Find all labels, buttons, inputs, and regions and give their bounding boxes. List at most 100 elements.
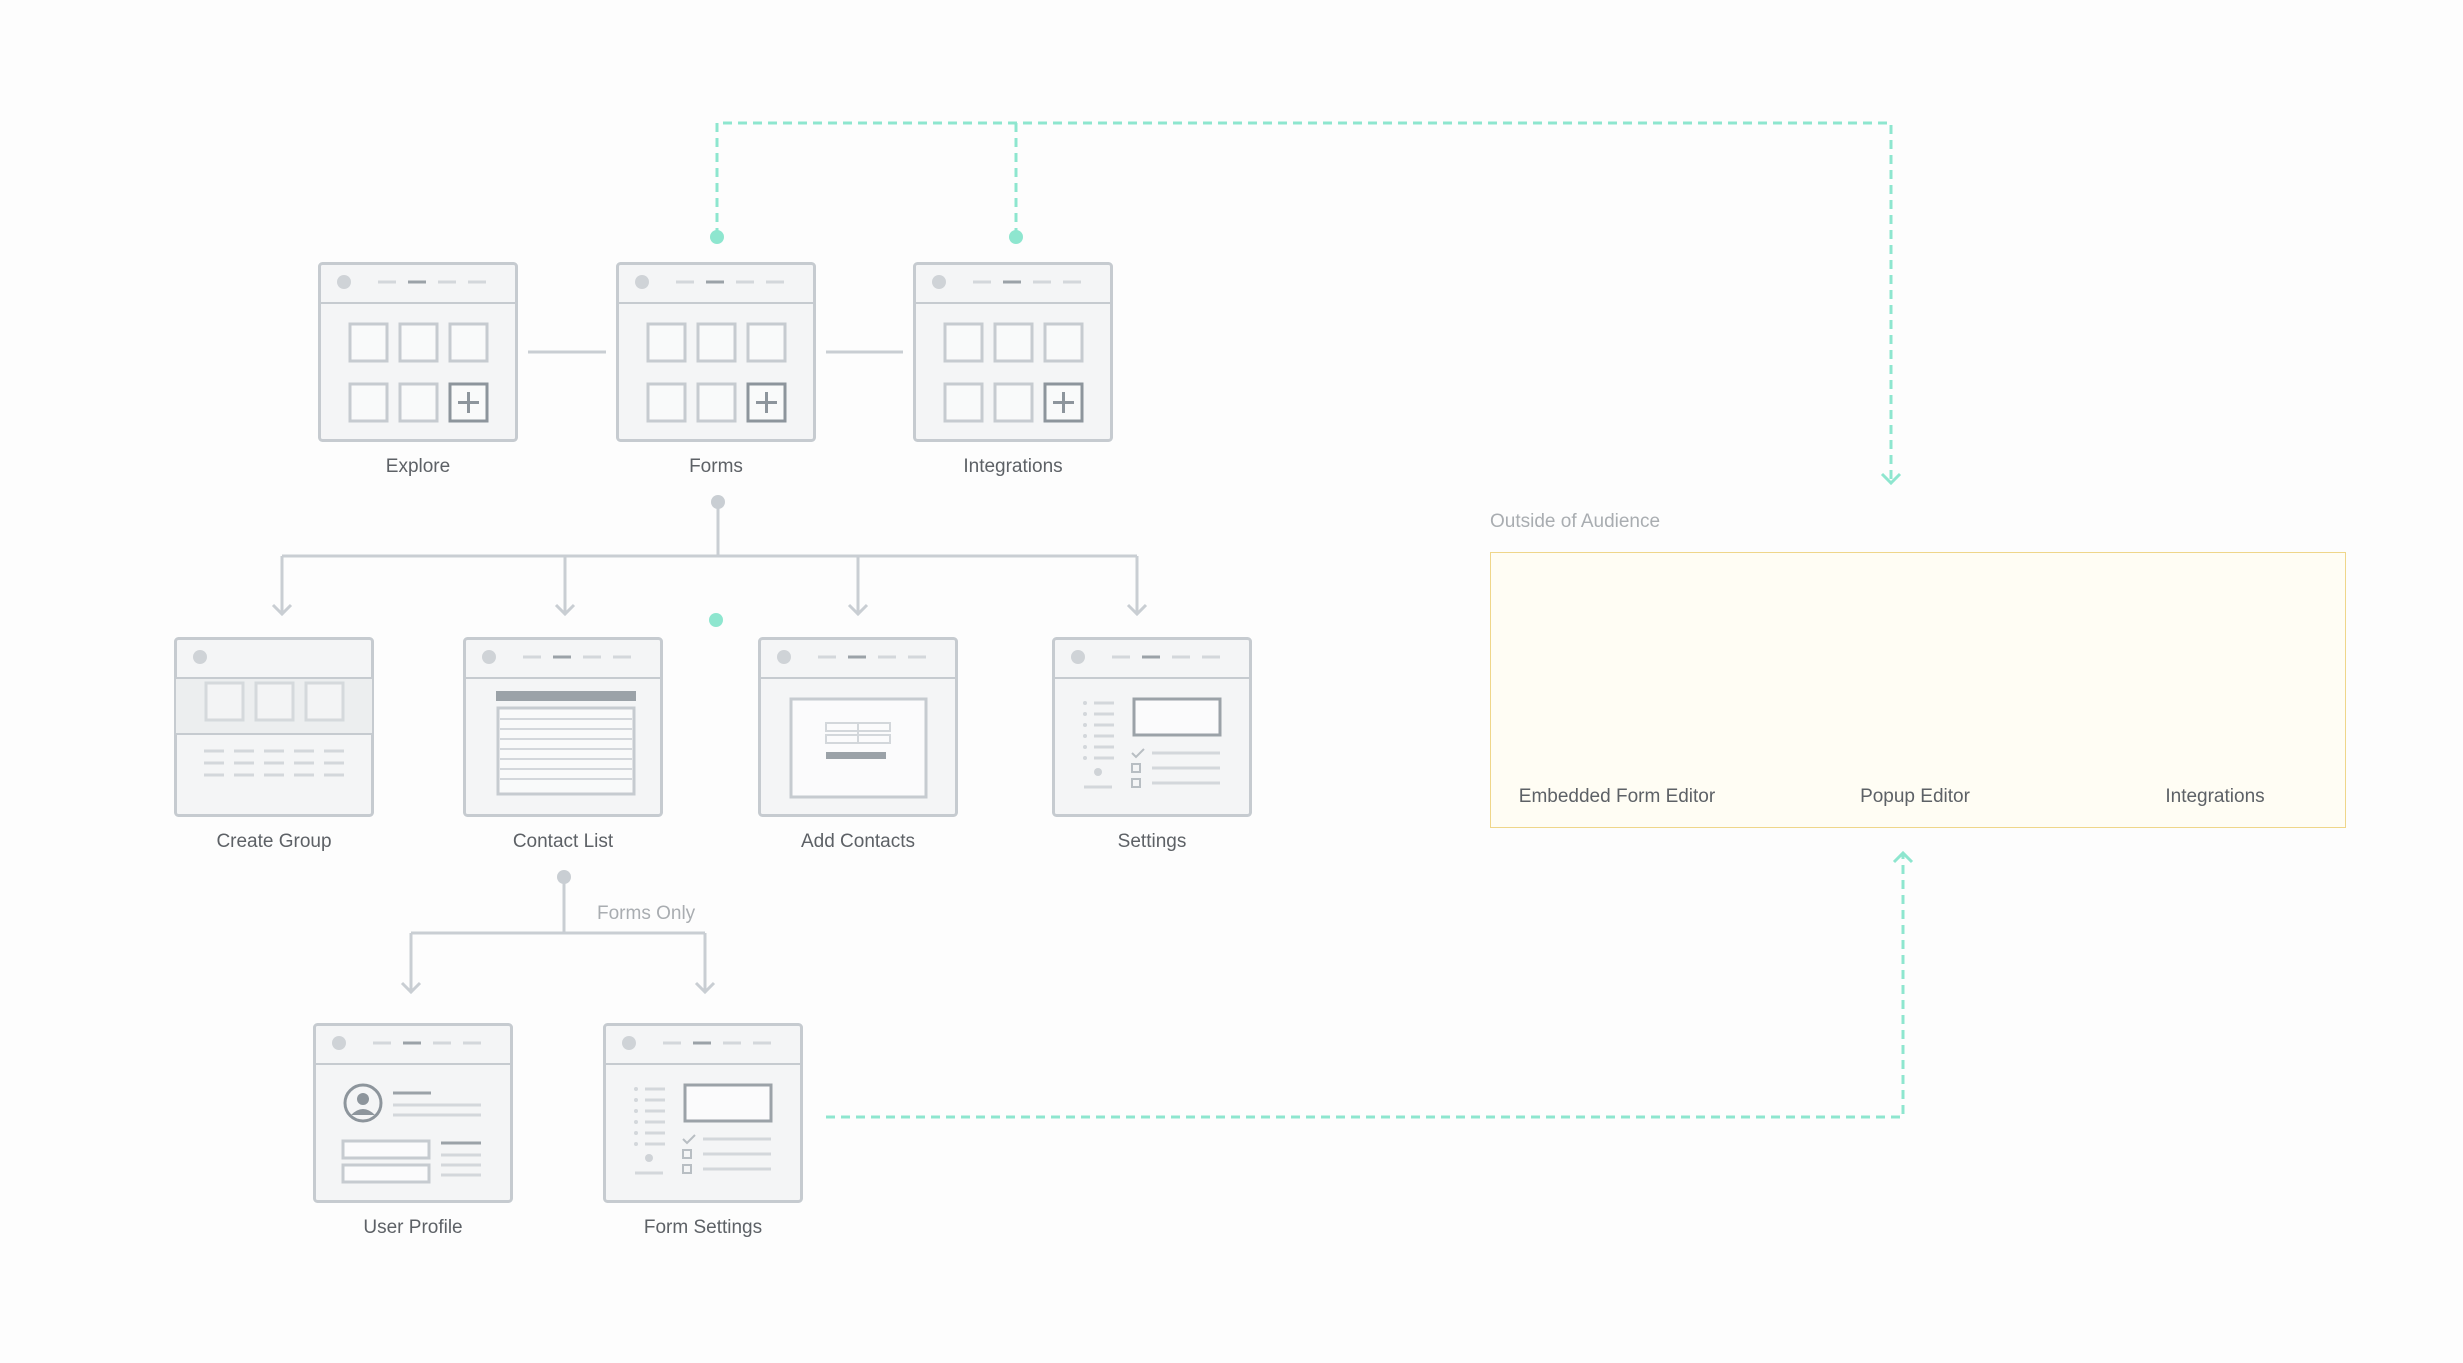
checkbox-icon xyxy=(1131,778,1141,788)
grid-tile xyxy=(448,322,489,363)
wireframe-user-profile xyxy=(313,1023,513,1203)
settings-panel xyxy=(683,1083,773,1123)
wireframe-forms xyxy=(616,262,816,442)
forms-branch-arrow-3 xyxy=(1126,603,1148,617)
window-dot-icon xyxy=(193,650,207,664)
grid-tile xyxy=(696,382,737,423)
window-dot-icon xyxy=(932,275,946,289)
label-forms: Forms xyxy=(689,456,743,477)
grid-tile xyxy=(993,322,1034,363)
grid-tile xyxy=(696,322,737,363)
window-dot-icon xyxy=(337,275,351,289)
grid-tile xyxy=(993,382,1034,423)
label-integrations: Integrations xyxy=(963,456,1063,477)
integrations-dashed-dot xyxy=(1009,230,1023,244)
bullet xyxy=(634,1087,638,1091)
add-tile-icon xyxy=(746,382,787,423)
bullet xyxy=(1083,701,1087,705)
label-popup-editor: Popup Editor xyxy=(1860,786,1970,807)
grid-tile xyxy=(943,382,984,423)
grid-tile xyxy=(348,382,389,423)
label-explore: Explore xyxy=(385,456,451,477)
wireframe-contact-list xyxy=(463,637,663,817)
window-dot-icon xyxy=(332,1036,346,1050)
window-dot-icon xyxy=(482,650,496,664)
forms-only-label: Forms Only xyxy=(597,903,696,924)
dashed-arrow-up xyxy=(1892,850,1914,864)
bullet xyxy=(645,1154,653,1162)
forms-branch-arrow-1 xyxy=(554,603,576,617)
accent-dot xyxy=(709,613,723,627)
settings-panel xyxy=(1132,697,1222,737)
bullet xyxy=(634,1131,638,1135)
wireframe-settings xyxy=(1052,637,1252,817)
bullet xyxy=(634,1109,638,1113)
table-body xyxy=(496,706,636,796)
bullet xyxy=(634,1142,638,1146)
profile-field xyxy=(341,1139,431,1160)
outside-of-audience-region xyxy=(1490,552,2346,828)
checkbox-icon xyxy=(1131,763,1141,773)
bullet xyxy=(1083,734,1087,738)
label-settings: Settings xyxy=(1117,831,1187,852)
avatar-icon xyxy=(343,1083,383,1123)
outside-of-audience-label: Outside of Audience xyxy=(1490,511,1661,532)
group-tile xyxy=(204,681,245,722)
grid-tile xyxy=(646,382,687,423)
wireframe-explore xyxy=(318,262,518,442)
wireframe-integrations xyxy=(913,262,1113,442)
wireframes xyxy=(174,262,2317,1203)
modal-box xyxy=(789,697,928,799)
dashed-forms-to-outside xyxy=(715,121,1893,479)
avatar-head-icon xyxy=(357,1093,369,1105)
contact-branch-arrow-1 xyxy=(694,981,716,995)
contact-branch-arrow-0 xyxy=(400,981,422,995)
label-create-group: Create Group xyxy=(216,831,332,852)
bullet xyxy=(1094,768,1102,776)
bullet xyxy=(1083,723,1087,727)
table-header-bar xyxy=(496,691,636,701)
bullet xyxy=(1083,712,1087,716)
grid-tile xyxy=(746,322,787,363)
label-integrations-outside: Integrations xyxy=(2165,786,2265,807)
dashed-arrow-down xyxy=(1880,472,1902,486)
wireframe-form-settings xyxy=(603,1023,803,1203)
add-tile-icon xyxy=(448,382,489,423)
checkbox-icon xyxy=(682,1149,692,1159)
bullet xyxy=(1083,745,1087,749)
grid-tile xyxy=(398,382,439,423)
label-form-settings: Form Settings xyxy=(643,1217,763,1238)
profile-field xyxy=(341,1163,431,1184)
group-tile xyxy=(304,681,345,722)
dashed-form-settings-to-outside xyxy=(826,855,1905,1119)
wireframe-add-contacts xyxy=(758,637,958,817)
label-contact-list: Contact List xyxy=(512,831,614,852)
grid-tile xyxy=(348,322,389,363)
check-icon xyxy=(682,1134,696,1145)
window-dot-icon xyxy=(635,275,649,289)
check-icon xyxy=(1131,748,1145,759)
forms-dashed-dot xyxy=(710,230,724,244)
group-tile xyxy=(254,681,295,722)
label-add-contacts: Add Contacts xyxy=(800,831,916,852)
bullet xyxy=(1083,756,1087,760)
window-dot-icon xyxy=(1071,650,1085,664)
label-embedded-form-editor: Embedded Form Editor xyxy=(1518,786,1716,807)
bullet xyxy=(634,1120,638,1124)
forms-branch-arrow-2 xyxy=(847,603,869,617)
checkbox-icon xyxy=(682,1164,692,1174)
window-dot-icon xyxy=(622,1036,636,1050)
grid-tile xyxy=(943,322,984,363)
connectors xyxy=(271,121,1914,1119)
avatar-body-icon xyxy=(351,1109,375,1115)
grid-tile xyxy=(398,322,439,363)
forms-branch-arrow-0 xyxy=(271,603,293,617)
modal-button xyxy=(826,752,886,759)
bullet xyxy=(634,1098,638,1102)
label-user-profile: User Profile xyxy=(363,1217,463,1238)
grid-tile xyxy=(1043,322,1084,363)
wireframe-create-group xyxy=(174,637,374,817)
grid-tile xyxy=(646,322,687,363)
window-dot-icon xyxy=(777,650,791,664)
